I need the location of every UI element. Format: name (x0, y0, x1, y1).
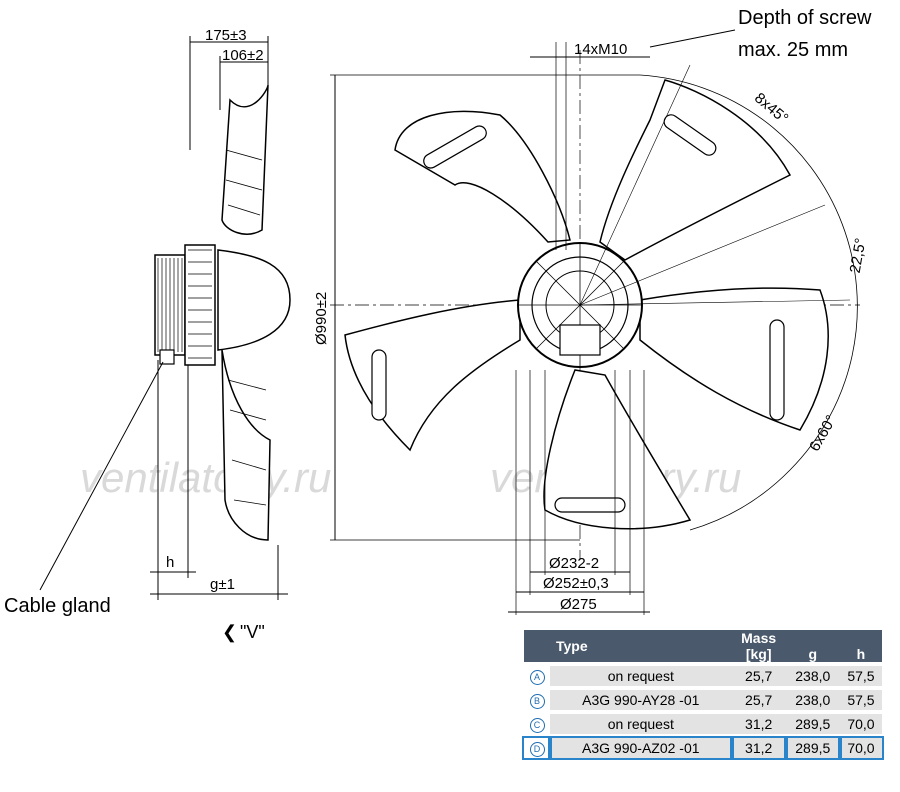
dim-106-label: 106±2 (222, 47, 264, 64)
dia-252-label: Ø252±0,3 (543, 575, 609, 592)
view-arrow-icon: ❮ (222, 622, 237, 643)
cell-mass: 25,7 (731, 666, 786, 686)
header-mass-unit: [kg] (745, 646, 772, 662)
dia-275-label: Ø275 (560, 596, 597, 613)
spec-table: Type Mass[kg] g h A on request 25,7 238,… (522, 626, 885, 762)
cell-type: on request (550, 666, 732, 686)
depth-note-line1: Depth of screw (738, 7, 872, 29)
table-header-row: Type Mass[kg] g h (524, 630, 882, 662)
table-row: B A3G 990-AY28 -01 25,7 238,0 57,5 (524, 690, 882, 710)
cell-h: 70,0 (839, 714, 882, 734)
row-id-badge: D (529, 742, 545, 757)
cell-mass: 25,7 (731, 690, 786, 710)
cell-g: 289,5 (785, 714, 840, 734)
row-id-badge: B (529, 694, 545, 709)
row-marker: D (522, 736, 552, 760)
cell-mass: 31,2 (731, 714, 786, 734)
row-marker: C (524, 714, 550, 734)
table-row: C on request 31,2 289,5 70,0 (524, 714, 882, 734)
header-h: h (839, 630, 882, 662)
view-label: "V" (240, 622, 265, 642)
thread-label: 14xM10 (574, 41, 627, 58)
row-id-badge: A (529, 670, 545, 685)
watermark-left: ventilatorry.ru (80, 454, 331, 501)
dia-232-label: Ø232-2 (549, 555, 599, 572)
row-id-badge: C (529, 718, 545, 733)
dim-175-label: 175±3 (205, 27, 247, 44)
cell-type: A3G 990-AY28 -01 (550, 690, 732, 710)
front-view (330, 29, 860, 615)
table-row-highlighted: D A3G 990-AZ02 -01 31,2 289,5 70,0 (522, 736, 885, 760)
row-marker: A (524, 666, 550, 686)
side-view (39, 36, 291, 600)
angle-8x45-label: 8x45° (751, 90, 791, 128)
dia-990-label: Ø990±2 (313, 292, 330, 345)
cell-h: 70,0 (837, 736, 885, 760)
header-g: g (785, 630, 840, 662)
header-type: Type (524, 630, 732, 662)
table-row: A on request 25,7 238,0 57,5 (524, 666, 882, 686)
cell-g: 238,0 (785, 690, 840, 710)
cable-gland-label: Cable gland (4, 595, 111, 617)
cell-h: 57,5 (839, 690, 882, 710)
dim-h-label: h (166, 554, 174, 571)
angle-22-5-label: 22,5° (847, 237, 870, 275)
cell-g: 238,0 (785, 666, 840, 686)
angle-6x60-label: 6x60° (806, 412, 840, 454)
cell-type: A3G 990-AZ02 -01 (548, 736, 734, 760)
header-mass: Mass[kg] (731, 630, 786, 662)
depth-note-line2: max. 25 mm (738, 39, 848, 61)
dim-g-label: g±1 (210, 576, 235, 593)
cell-type: on request (550, 714, 732, 734)
header-mass-label: Mass (741, 630, 777, 646)
cell-mass: 31,2 (729, 736, 788, 760)
cell-h: 57,5 (839, 666, 882, 686)
row-marker: B (524, 690, 550, 710)
cell-g: 289,5 (783, 736, 842, 760)
